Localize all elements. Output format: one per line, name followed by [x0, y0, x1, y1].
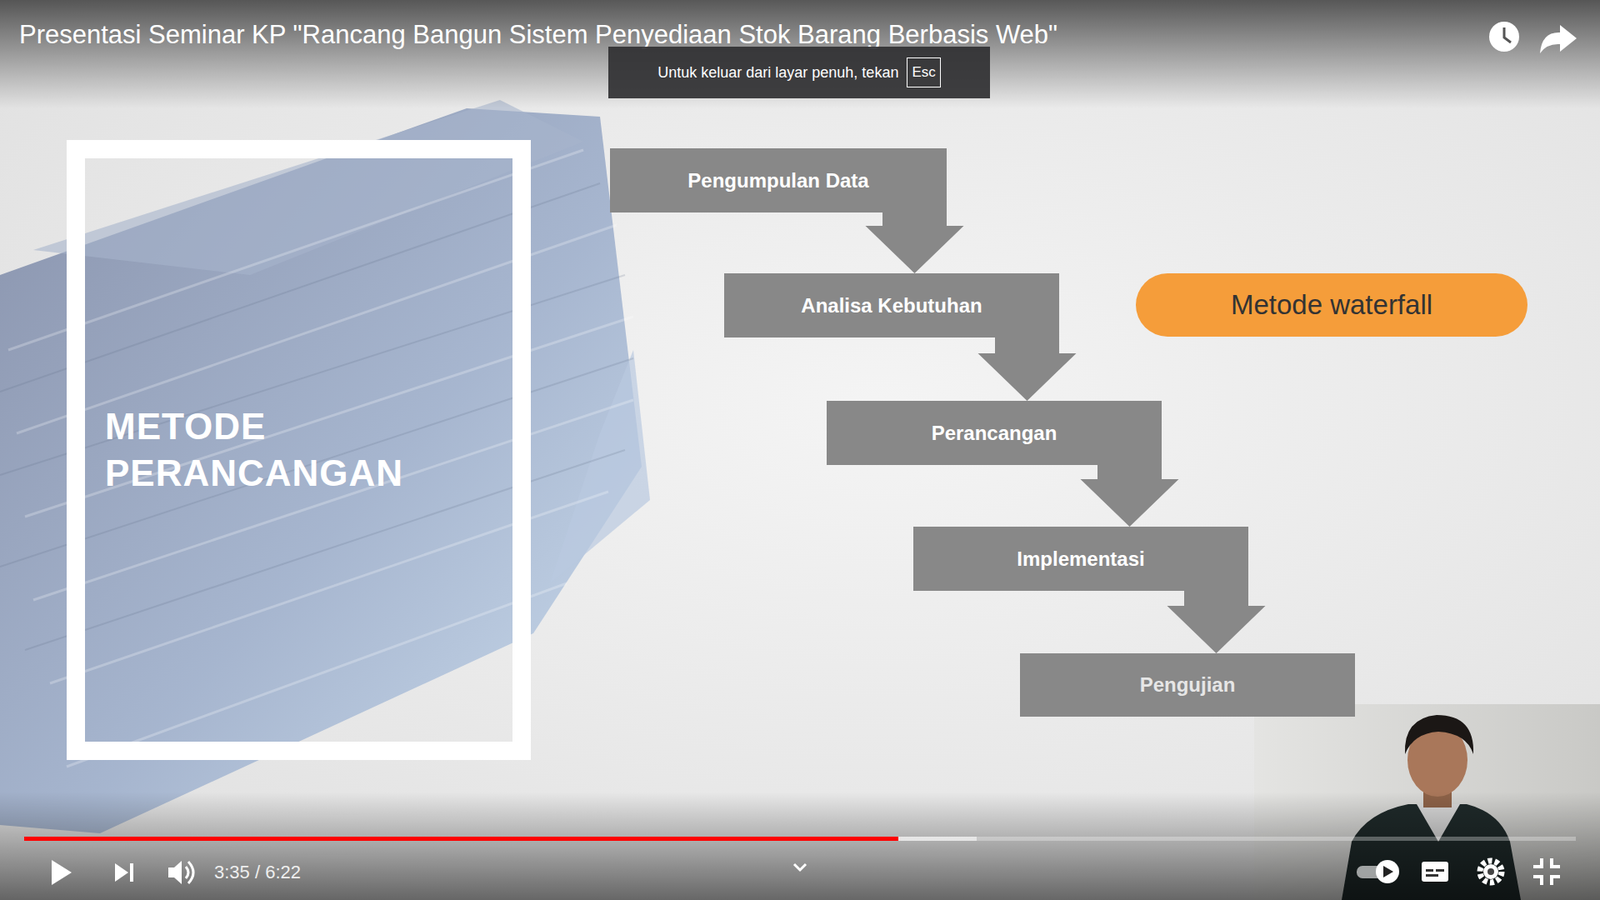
process-box: Analisa Kebutuhan [724, 273, 1060, 338]
time-display: 3:35 / 6:22 [214, 861, 301, 884]
node-text: METODE PERANCANGAN [105, 403, 447, 498]
subtitles-icon [1421, 861, 1449, 882]
fullscreen-tooltip: Untuk keluar dari layar penuh, tekan Esc [608, 46, 990, 99]
chevron-icon [794, 864, 806, 870]
node-text: Perancangan [931, 421, 1058, 445]
video-title: Presentasi Seminar KP "Rancang Bangun Si… [19, 20, 1058, 50]
play-icon [51, 860, 72, 885]
process-box: Pengujian [1020, 653, 1355, 717]
tooltip-text: Untuk keluar dari layar penuh, tekan [657, 64, 899, 82]
clock-icon [1489, 21, 1520, 52]
next-icon [115, 863, 134, 882]
process-box: Pengumpulan Data [610, 148, 947, 213]
flow-arrow [978, 336, 1077, 401]
node-text: Pengujian [1140, 673, 1236, 697]
autoplay-toggle [1356, 860, 1400, 884]
bottom-shade [0, 791, 1600, 900]
top-shade [0, 0, 1600, 109]
key-hint: Esc [906, 57, 940, 88]
share-icon [1540, 25, 1577, 54]
node-text: Pengumpulan Data [687, 169, 869, 193]
volume-icon [168, 860, 194, 885]
node-text: Implementasi [1016, 547, 1145, 571]
brush-stroke [0, 100, 650, 834]
settings-icon [1480, 860, 1502, 883]
method-pill: Metode waterfall [1135, 273, 1528, 337]
process-box: Implementasi [913, 526, 1249, 591]
exit-fullscreen-icon [1533, 858, 1560, 885]
flow-arrow [1167, 590, 1266, 654]
node-text: Metode waterfall [1230, 289, 1433, 321]
flow-arrow [865, 211, 965, 274]
process-box: Perancangan [826, 400, 1162, 465]
flow-arrow [1080, 464, 1180, 527]
progress-bar [24, 836, 1576, 841]
title-frame: METODE PERANCANGAN [66, 140, 531, 760]
node-text: Analisa Kebutuhan [800, 294, 982, 318]
